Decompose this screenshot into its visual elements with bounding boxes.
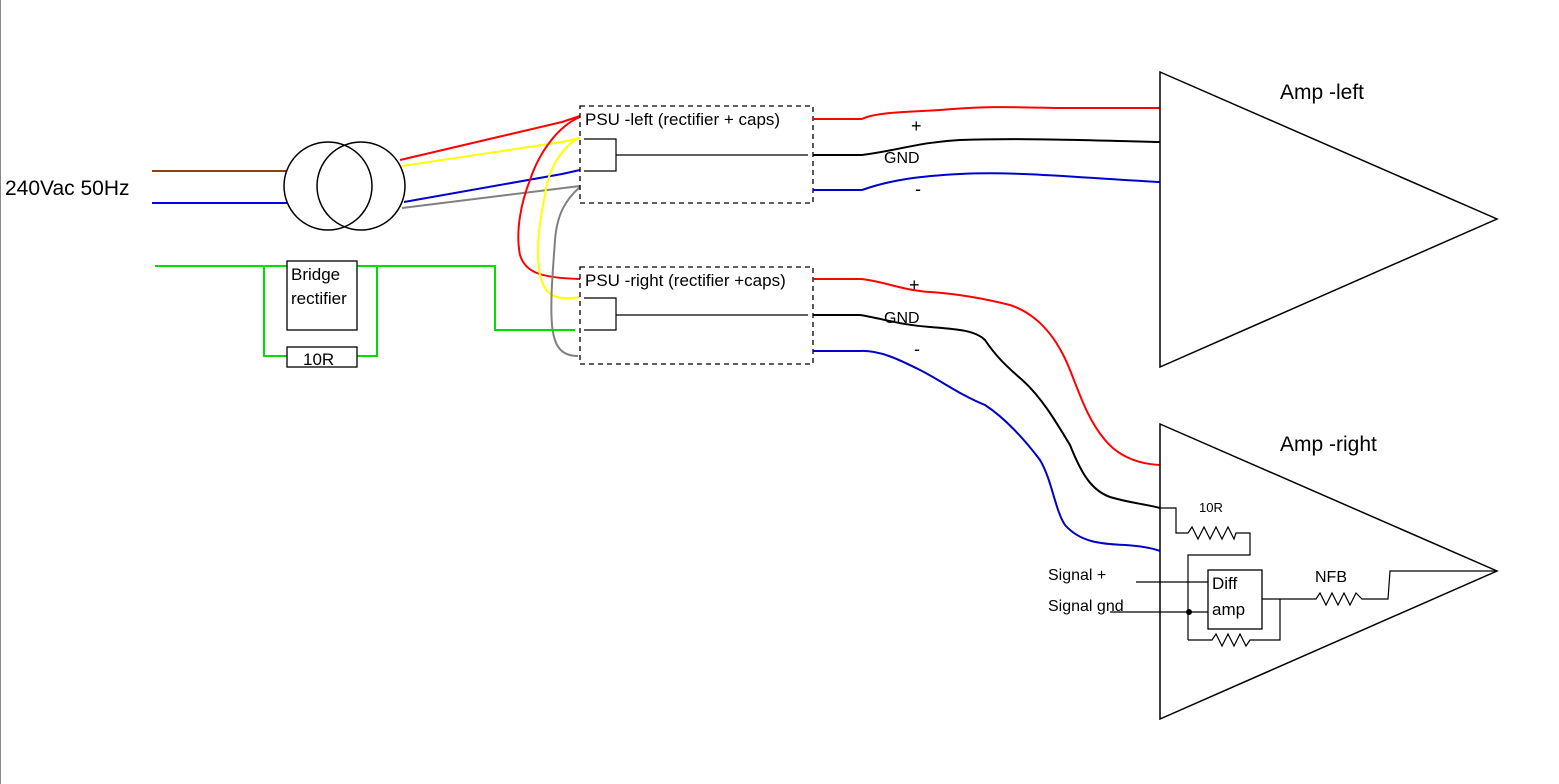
psu-right-minus-label: -: [914, 339, 920, 359]
amp-right-resistor-label: 10R: [1199, 500, 1223, 515]
mains-label: 240Vac 50Hz: [5, 177, 130, 200]
psu-left-rectifier-symbol: [584, 138, 617, 172]
amp-left-pos-wire: [861, 106, 1160, 120]
bridge-rectifier-label-2: rectifier: [291, 289, 347, 308]
diff-amp-label-2: amp: [1212, 600, 1245, 619]
secondary-gray-wire: [401, 185, 581, 209]
amp-left-triangle: [1159, 70, 1499, 369]
ground-loop-breaker: Bridge rectifier 10R: [155, 260, 575, 369]
link-red-wire: [517, 116, 581, 280]
psu-right-rectifier-symbol: [584, 297, 617, 331]
psu-right-plus-label: +: [909, 275, 920, 295]
psu-left-plus-label: +: [911, 116, 922, 136]
amp-right-ground-resistor: [1160, 507, 1251, 640]
bridge-rectifier-label-1: Bridge: [291, 265, 340, 284]
transformer-secondary-coil: [316, 141, 406, 231]
nfb-label: NFB: [1315, 569, 1347, 586]
transformer-primary-coil: [283, 141, 373, 231]
ground-resistor-box: [286, 346, 358, 368]
bridge-rectifier-box: [286, 260, 358, 331]
earth-wire: [155, 265, 575, 331]
ground-resistor-label: 10R: [303, 350, 334, 369]
link-gray-wire: [550, 186, 581, 357]
diff-amp-label-1: Diff: [1212, 574, 1237, 593]
amp-left: Amp -left: [1159, 70, 1499, 369]
secondary-blue-wire: [403, 169, 581, 203]
psu-right-gnd-label: GND: [884, 310, 920, 327]
amp-right-gnd-wire: [859, 314, 1161, 509]
amp-left-neg-wire: [861, 172, 1161, 191]
nfb-resistor-path: [1262, 570, 1497, 607]
amp-right-pos-wire: [859, 278, 1161, 466]
psu-right: PSU -right (rectifier +caps) + GND -: [579, 266, 920, 365]
signal-gnd-junction: [1186, 609, 1192, 615]
secondary-red-wire: [399, 115, 581, 161]
psu-left-minus-label: -: [915, 179, 921, 199]
psu-right-label: PSU -right (rectifier +caps): [585, 271, 786, 290]
psu-left: PSU -left (rectifier + caps) + GND -: [579, 105, 922, 204]
earth-bypass-loop: [263, 266, 378, 357]
amp-right-label: Amp -right: [1280, 433, 1377, 456]
amp-left-gnd-wire: [861, 138, 1161, 156]
signal-gnd-label: Signal gnd: [1048, 598, 1124, 615]
signal-plus-label: Signal +: [1048, 567, 1106, 584]
link-yellow-wire: [536, 137, 581, 300]
transformer: [283, 141, 406, 231]
amp-right-triangle: [1159, 422, 1499, 721]
secondary-yellow-wire: [401, 137, 581, 167]
diff-amp-feedback-resistor: [1188, 599, 1281, 648]
psu-left-gnd-label: GND: [884, 150, 920, 167]
amp-left-label: Amp -left: [1280, 81, 1364, 104]
amp-right-neg-wire: [859, 349, 1161, 552]
amp-right: Amp -right 10R Signal + Signal gnd Diff …: [1048, 422, 1499, 721]
psu-left-label: PSU -left (rectifier + caps): [585, 110, 780, 129]
